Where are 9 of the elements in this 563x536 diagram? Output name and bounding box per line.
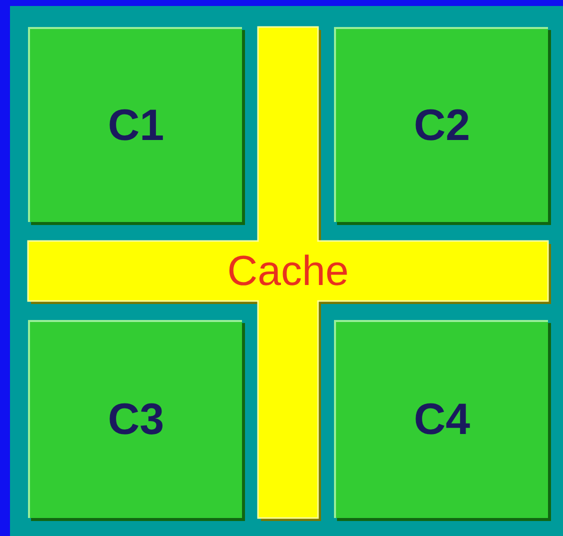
core-label: C3 — [108, 395, 164, 445]
core-label: C1 — [108, 100, 164, 150]
core-box — [28, 320, 242, 518]
core-label: C2 — [414, 100, 470, 150]
core-box — [334, 27, 548, 222]
core-box — [28, 27, 242, 222]
cache-label: Cache — [227, 247, 349, 295]
core-label: C4 — [414, 395, 470, 445]
core-box — [334, 320, 548, 518]
